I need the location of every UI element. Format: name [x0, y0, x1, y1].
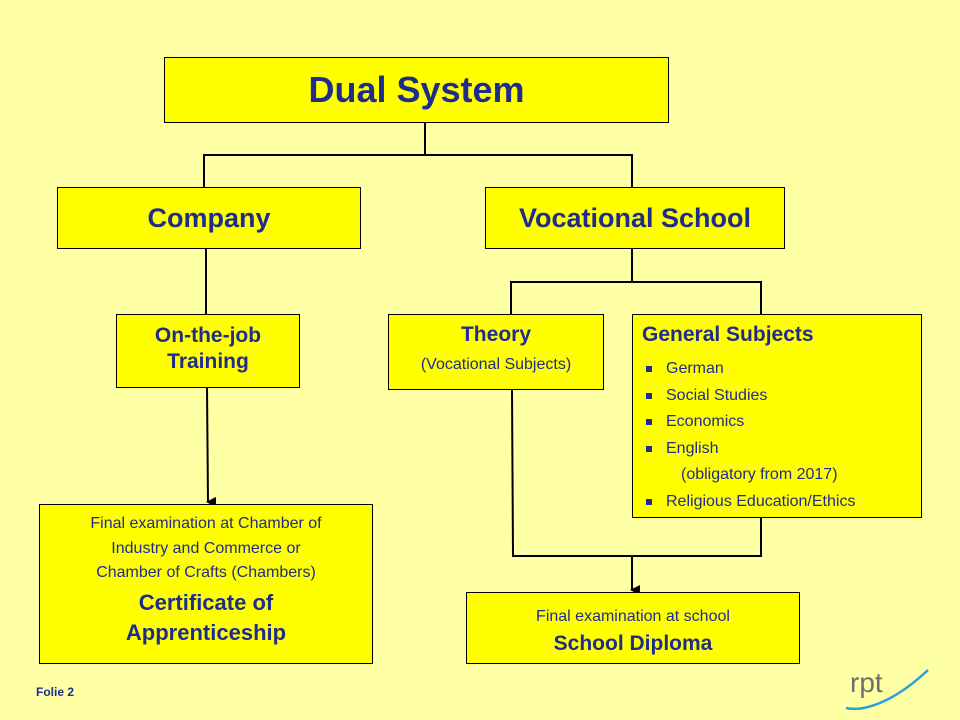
bullet-icon [646, 419, 652, 425]
theory-title: Theory [460, 323, 531, 346]
dual-system-title: Dual System [308, 69, 525, 110]
otj-line2: Training [167, 350, 249, 373]
connector-diploma-merge [511, 389, 762, 557]
bullet-icon [646, 392, 652, 399]
school-exam-text: Final examination at school [536, 608, 730, 625]
otj-line1: On-the-job [154, 324, 262, 347]
rpt-logo: rpt [845, 667, 929, 711]
bullet-icon [646, 366, 652, 372]
general-subjects-list: German Social Studies Economics English … [633, 356, 921, 515]
chambers-exam-box: Final examination at Chamber of Industry… [39, 504, 373, 664]
on-the-job-training-box: On-the-job Training [116, 314, 300, 388]
school-diploma-title: School Diploma [553, 632, 713, 655]
list-item: German [646, 356, 921, 383]
slide-number: Folie 2 [36, 685, 75, 699]
company-label: Company [147, 203, 271, 233]
school-exam-box: Final examination at school School Diplo… [466, 592, 800, 664]
certificate-of-apprenticeship: Certificate of Apprenticeship [125, 589, 287, 645]
vocational-school-label: Vocational School [518, 203, 752, 233]
company-box: Company [57, 187, 361, 249]
list-item: Social Studies [646, 383, 921, 410]
arrow-otj-chambers [206, 387, 217, 507]
general-subjects-title: General Subjects [642, 323, 814, 346]
list-item: English [646, 436, 921, 463]
list-item: Religious Education/Ethics [646, 489, 921, 516]
connector-title-branches [203, 154, 633, 187]
dual-system-box: Dual System [164, 57, 669, 123]
rpt-logo-text: rpt [850, 667, 883, 698]
english-note: (obligatory from 2017) [681, 466, 838, 483]
theory-subtitle: (Vocational Subjects) [420, 356, 572, 373]
general-subjects-box: General Subjects German Social Studies E… [632, 314, 922, 518]
bullet-icon [646, 498, 652, 505]
chambers-exam-text: Final examination at Chamber of Industry… [90, 515, 322, 581]
vocational-school-box: Vocational School [485, 187, 785, 249]
theory-box: Theory (Vocational Subjects) [388, 314, 604, 390]
bullet-icon [646, 445, 652, 452]
connector-school-branches [510, 281, 762, 314]
list-item: Economics [646, 409, 921, 436]
